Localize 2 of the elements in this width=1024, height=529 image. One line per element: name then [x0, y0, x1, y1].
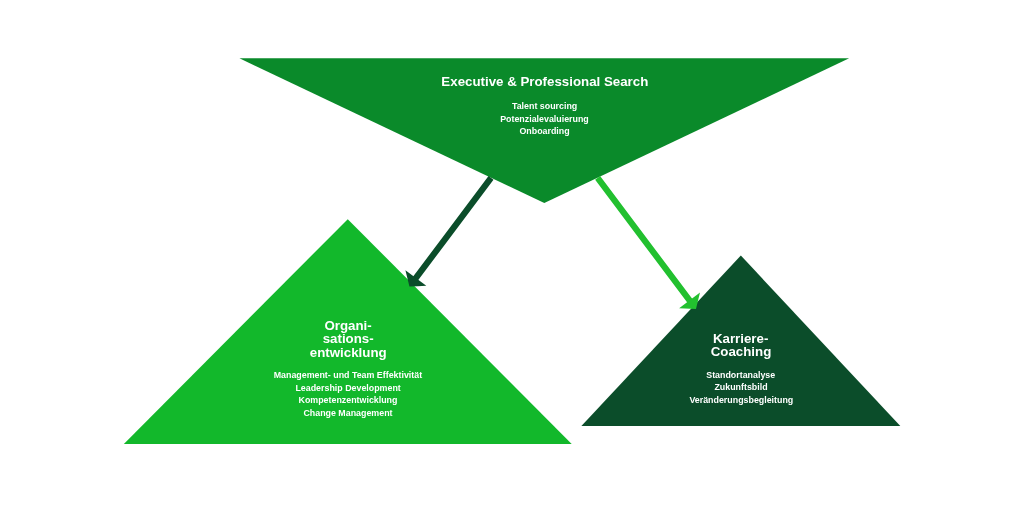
arrow — [595, 176, 700, 309]
arrow — [405, 176, 494, 287]
